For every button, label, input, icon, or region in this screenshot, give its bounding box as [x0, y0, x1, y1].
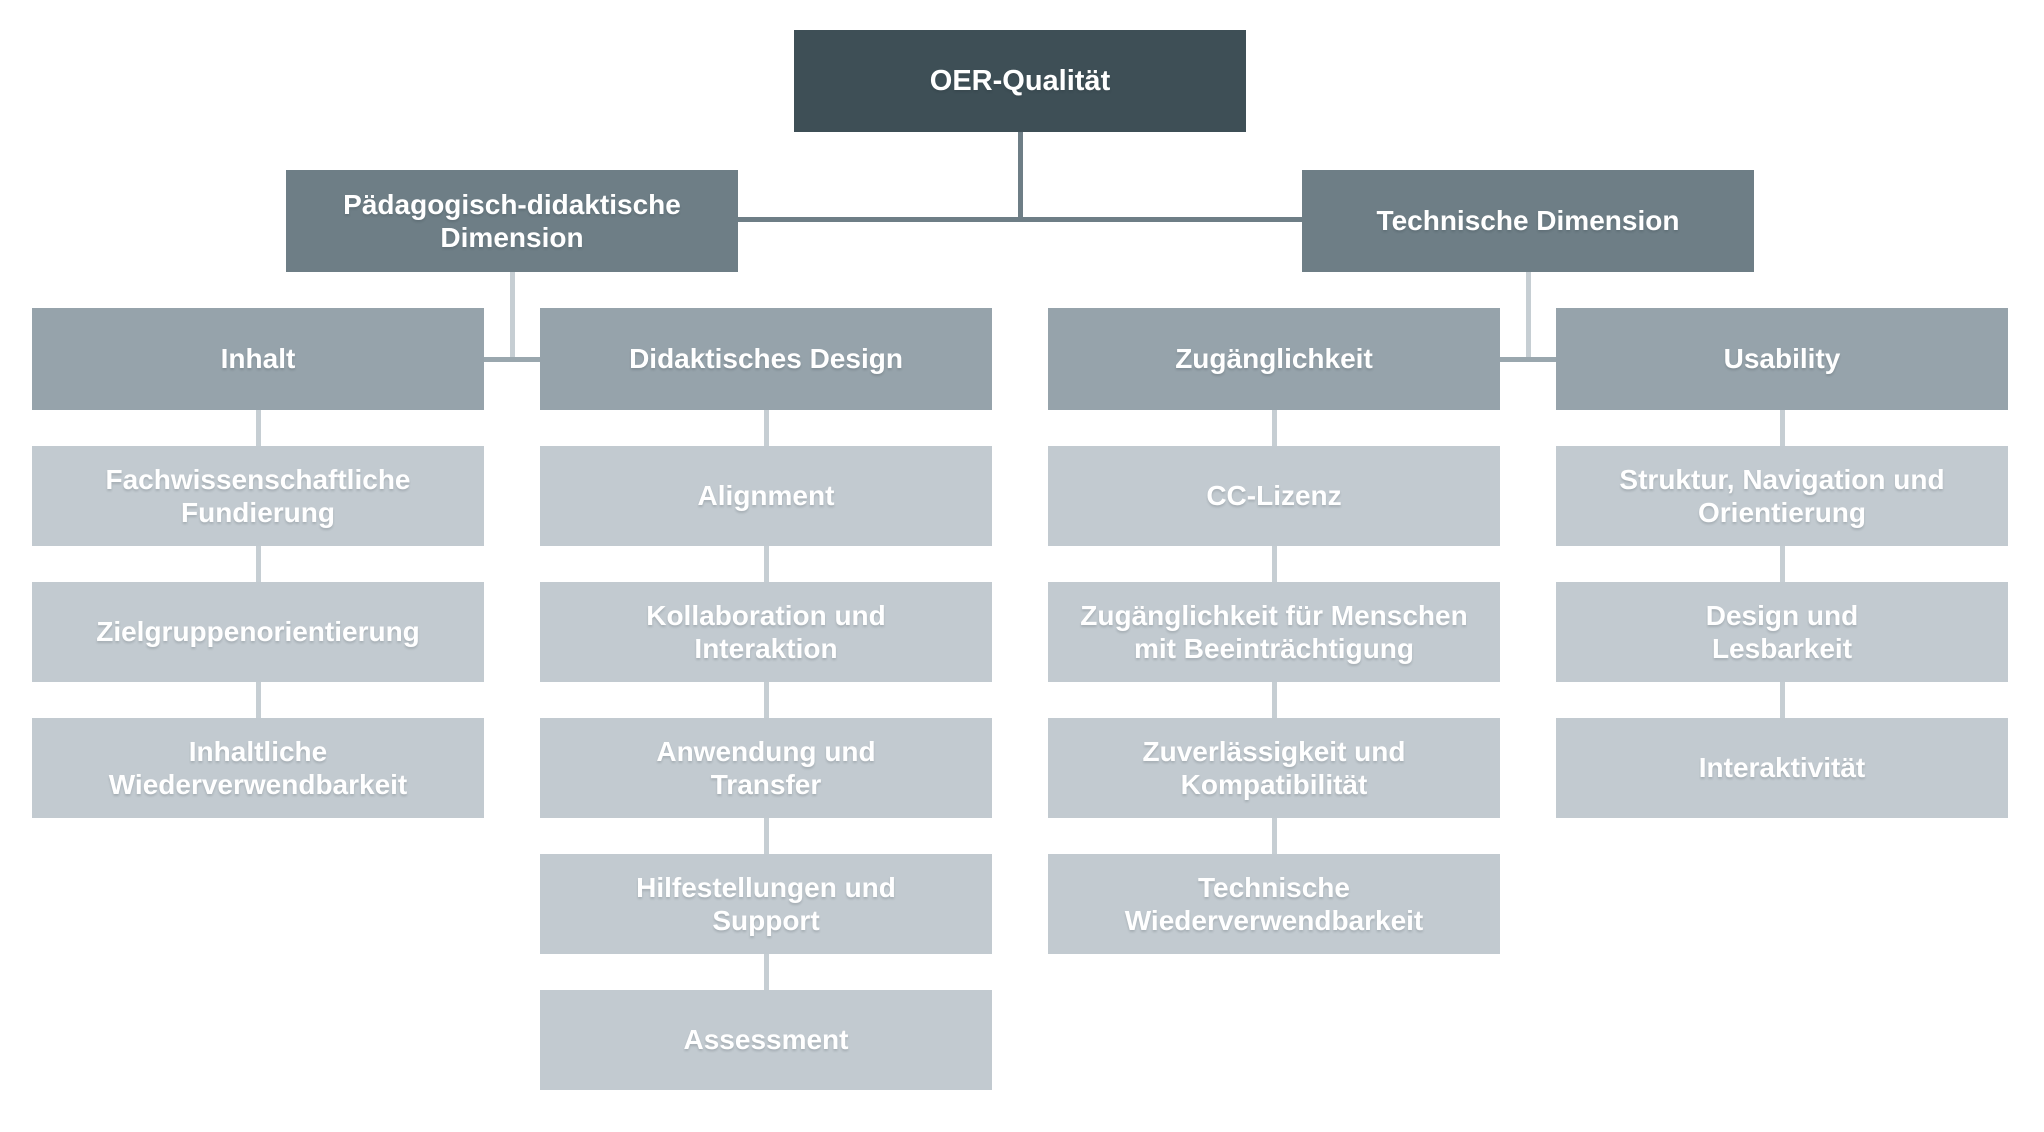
connector-root-stem: [1018, 132, 1023, 219]
node-struktur-navigation-und-orientierung: Struktur, Navigation und Orientierung: [1556, 446, 2008, 546]
connector-didaktisches-design-stem-0: [764, 410, 769, 446]
node-design-und-lesbarkeit: Design und Lesbarkeit: [1556, 582, 2008, 682]
node-technische-wiederverwendbarkeit: Technische Wiederverwendbarkeit: [1048, 854, 1500, 954]
connector-usability-stem-2: [1780, 682, 1785, 718]
connector-didaktisches-design-stem-1: [764, 546, 769, 582]
connector-zugaenglichkeit-stem-0: [1272, 410, 1277, 446]
node-alignment: Alignment: [540, 446, 992, 546]
connector-zugaenglichkeit-stem-1: [1272, 546, 1277, 582]
node-zielgruppenorientierung: Zielgruppenorientierung: [32, 582, 484, 682]
node-anwendung-und-transfer: Anwendung und Transfer: [540, 718, 992, 818]
connector-paedagogisch-didaktische-dimension-crossbar: [484, 357, 540, 362]
node-technische-dimension: Technische Dimension: [1302, 170, 1754, 272]
node-usability: Usability: [1556, 308, 2008, 410]
node-hilfestellungen-und-support: Hilfestellungen und Support: [540, 854, 992, 954]
node-inhaltliche-wiederverwendbarkeit: Inhaltliche Wiederverwendbarkeit: [32, 718, 484, 818]
connector-usability-stem-0: [1780, 410, 1785, 446]
node-inhalt: Inhalt: [32, 308, 484, 410]
connector-technische-dimension-stem: [1526, 272, 1531, 362]
connector-zugaenglichkeit-stem-2: [1272, 682, 1277, 718]
connector-root-crossbar: [738, 217, 1302, 222]
node-paedagogisch-didaktische-dimension: Pädagogisch-didaktische Dimension: [286, 170, 738, 272]
connector-zugaenglichkeit-stem-3: [1272, 818, 1277, 854]
node-assessment: Assessment: [540, 990, 992, 1090]
connector-inhalt-stem-0: [256, 410, 261, 446]
connector-usability-stem-1: [1780, 546, 1785, 582]
node-zugaenglichkeit-fuer-menschen-mit-beeintraechtigung: Zugänglichkeit für Menschen mit Beeinträ…: [1048, 582, 1500, 682]
node-oer-qualitaet: OER-Qualität: [794, 30, 1246, 132]
connector-inhalt-stem-1: [256, 546, 261, 582]
connector-inhalt-stem-2: [256, 682, 261, 718]
connector-didaktisches-design-stem-2: [764, 682, 769, 718]
node-cc-lizenz: CC-Lizenz: [1048, 446, 1500, 546]
connector-didaktisches-design-stem-4: [764, 954, 769, 990]
connector-technische-dimension-crossbar: [1500, 357, 1556, 362]
node-fachwissenschaftliche-fundierung: Fachwissenschaftliche Fundierung: [32, 446, 484, 546]
node-didaktisches-design: Didaktisches Design: [540, 308, 992, 410]
connector-paedagogisch-didaktische-dimension-stem: [510, 272, 515, 362]
node-zugaenglichkeit: Zugänglichkeit: [1048, 308, 1500, 410]
node-interaktivitaet: Interaktivität: [1556, 718, 2008, 818]
node-kollaboration-und-interaktion: Kollaboration und Interaktion: [540, 582, 992, 682]
connector-didaktisches-design-stem-3: [764, 818, 769, 854]
node-zuverlaessigkeit-und-kompatibilitaet: Zuverlässigkeit und Kompatibilität: [1048, 718, 1500, 818]
